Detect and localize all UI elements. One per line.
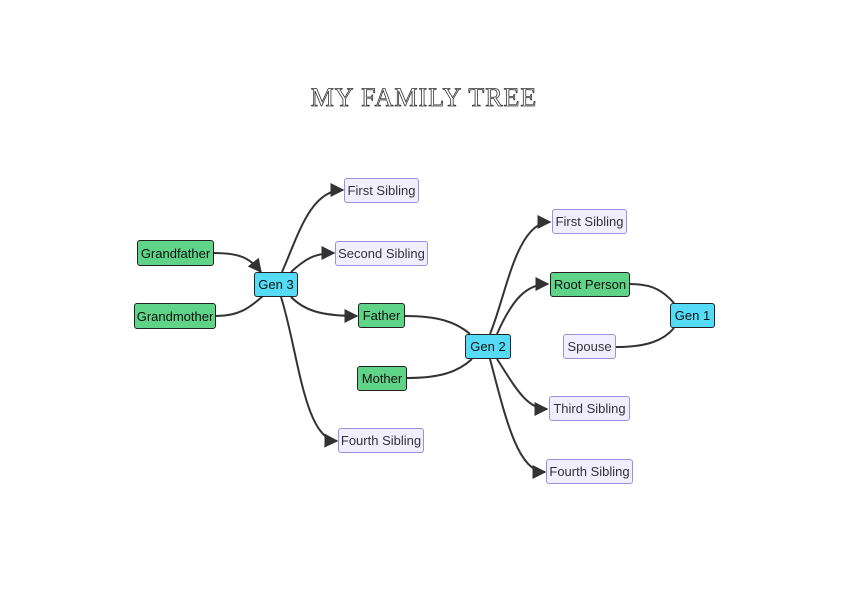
edge-gen2-root-person	[496, 277, 550, 335]
node-gen3[interactable]: Gen 3	[254, 272, 298, 297]
node-gen2-fourth-sibling[interactable]: Fourth Sibling	[546, 459, 633, 484]
node-gen3-fourth-sibling[interactable]: Fourth Sibling	[338, 428, 424, 453]
edge-grandfather-gen3	[213, 252, 262, 274]
edge-gen2-third-sibling	[496, 358, 549, 416]
node-gen2[interactable]: Gen 2	[465, 334, 511, 359]
node-gen2-first-sibling[interactable]: First Sibling	[552, 209, 627, 234]
edge-spouse-gen1	[615, 327, 675, 348]
edge-gen3-fourth-sibling	[280, 296, 339, 448]
edge-father-gen2	[404, 315, 471, 335]
node-father[interactable]: Father	[358, 303, 405, 328]
edge-gen3-father	[290, 296, 359, 323]
edge-gen2-fourth-sibling	[489, 358, 547, 479]
node-gen1[interactable]: Gen 1	[670, 303, 715, 328]
node-gen3-first-sibling[interactable]: First Sibling	[344, 178, 419, 203]
edge-gen3-first-sibling	[281, 183, 345, 273]
edge-root-person-gen1	[629, 283, 675, 304]
diagram-title: MY FAMILY TREE	[310, 83, 538, 113]
node-grandfather[interactable]: Grandfather	[137, 240, 214, 266]
node-grandmother[interactable]: Grandmother	[134, 303, 216, 329]
edge-gen2-first-sibling	[489, 215, 552, 335]
edge-gen3-second-sibling	[290, 246, 336, 273]
node-gen2-third-sibling[interactable]: Third Sibling	[549, 396, 630, 421]
edge-grandmother-gen3	[215, 295, 264, 317]
node-spouse[interactable]: Spouse	[563, 334, 616, 359]
node-mother[interactable]: Mother	[357, 366, 407, 391]
node-root-person[interactable]: Root Person	[550, 272, 630, 297]
edge-mother-gen2	[406, 358, 473, 379]
node-gen3-second-sibling[interactable]: Second Sibling	[335, 241, 428, 266]
